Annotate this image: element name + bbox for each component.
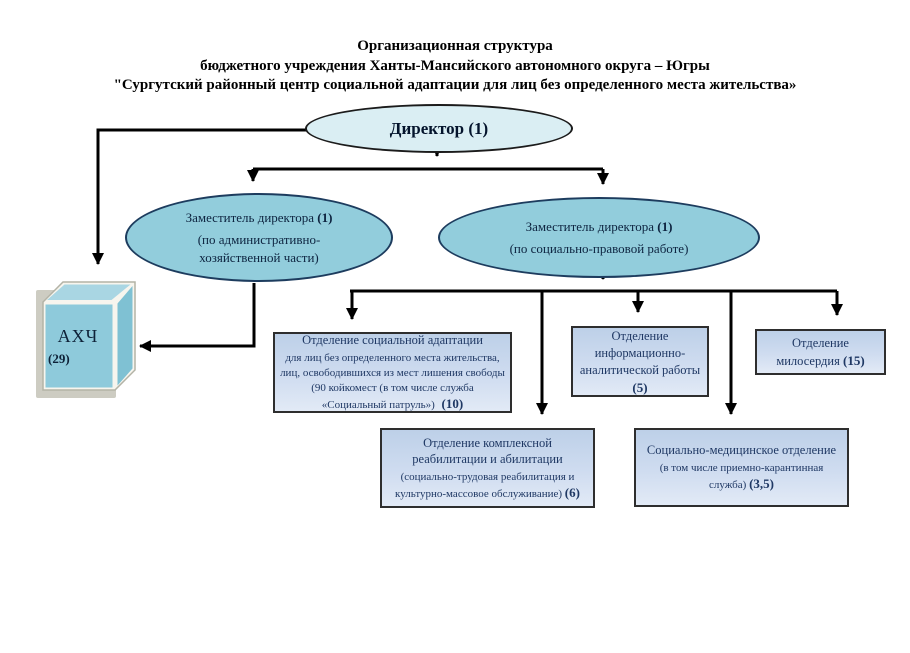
dept-mercy-line2-text: милосердия [776, 353, 840, 368]
node-deputy-admin: Заместитель директора (1) (по администра… [125, 193, 393, 282]
deputy-social-line1: Заместитель директора (1) [526, 218, 673, 236]
ahch-count: (29) [48, 351, 70, 366]
dept-rehab-line4-text: культурно-массовое обслуживание) [395, 487, 563, 500]
deputy-admin-title: Заместитель директора [185, 209, 314, 225]
dept-rehab-line4: культурно-массовое обслуживание) (6) [395, 485, 580, 502]
dept-mercy-count: (15) [843, 352, 865, 368]
director-count: (1) [468, 118, 489, 138]
node-dept-medical: Социально-медицинское отделение (в том ч… [634, 428, 849, 507]
dept-rehab-line1: Отделение комплексной [423, 435, 552, 450]
node-dept-info: Отделение информационно- аналитической р… [571, 326, 709, 397]
chart-title-line1: Организационная структура [357, 38, 553, 54]
deputy-admin-line2: (по административно- [197, 231, 321, 247]
dept-medical-line2: (в том числе приемно-карантинная [659, 462, 824, 474]
director-label: Директор (1) [390, 119, 488, 139]
ahch-cube [36, 281, 136, 398]
dept-mercy-line1: Отделение [792, 335, 849, 350]
node-dept-adaptation: Отделение социальной адаптации для лиц б… [273, 332, 512, 413]
chart-title-line3: "Сургутский районный центр социальной ад… [113, 77, 797, 93]
deputy-social-line2: (по социально-правовой работе) [509, 240, 689, 256]
dept-mercy-line2: милосердия (15) [776, 352, 864, 370]
dept-rehab-line3: (социально-трудовая реабилитация и [400, 470, 575, 483]
chart-title-line2: бюджетного учреждения Ханты-Мансийского … [200, 57, 710, 74]
dept-adaptation-line4: (90 койкомест (в том числе служба [311, 382, 474, 394]
cube-right-face [117, 286, 133, 386]
dept-adaptation-line5-text: «Социальный патруль») [321, 399, 435, 411]
dept-medical-line1: Социально-медицинское отделение [646, 443, 837, 457]
dept-adaptation-count: (10) [441, 396, 464, 411]
connector-deputy-admin-to-ahch [139, 283, 256, 352]
chart-title: Организационная структура бюджетного учр… [0, 37, 910, 96]
node-deputy-social: Заместитель директора (1) (по социально-… [438, 197, 760, 278]
dept-medical-line3-text: служба) [709, 479, 747, 491]
dept-info-line1: Отделение [611, 328, 669, 343]
dept-medical-line3: служба) (3,5) [709, 476, 774, 493]
deputy-admin-count: (1) [317, 209, 333, 225]
dept-adaptation-line5: «Социальный патруль») (10) [322, 396, 463, 413]
connector-director-to-ahch [92, 128, 306, 265]
deputy-admin-line1: Заместитель директора (1) [186, 209, 333, 227]
cube-top-face [47, 284, 131, 300]
deputy-social-count: (1) [657, 218, 673, 234]
dept-rehab-line2: реабилитации и абилитации [412, 451, 563, 466]
cube-front-face [45, 304, 113, 388]
dept-adaptation-line1: Отделение социальной адаптации [302, 333, 483, 347]
dept-adaptation-line2: для лиц без определенного места жительст… [285, 352, 500, 364]
dept-adaptation-line3: лиц, освободившихся из мест лишения своб… [280, 367, 505, 379]
node-ahch: АХЧ (29) [44, 326, 112, 367]
node-director: Директор (1) [305, 104, 573, 153]
dept-info-line3: аналитической работы [579, 362, 701, 377]
ahch-label: АХЧ [57, 326, 99, 346]
director-title: Директор [389, 118, 465, 138]
deputy-social-title: Заместитель директора [525, 218, 654, 234]
node-dept-rehab: Отделение комплексной реабилитации и аби… [380, 428, 595, 508]
node-dept-mercy: Отделение милосердия (15) [755, 329, 886, 375]
dept-rehab-count: (6) [564, 484, 580, 500]
dept-medical-count: (3,5) [749, 476, 774, 491]
deputy-admin-line3: хозяйственной части) [199, 249, 319, 265]
dept-info-count: (5) [632, 379, 648, 395]
dept-info-line2: информационно- [594, 345, 686, 360]
